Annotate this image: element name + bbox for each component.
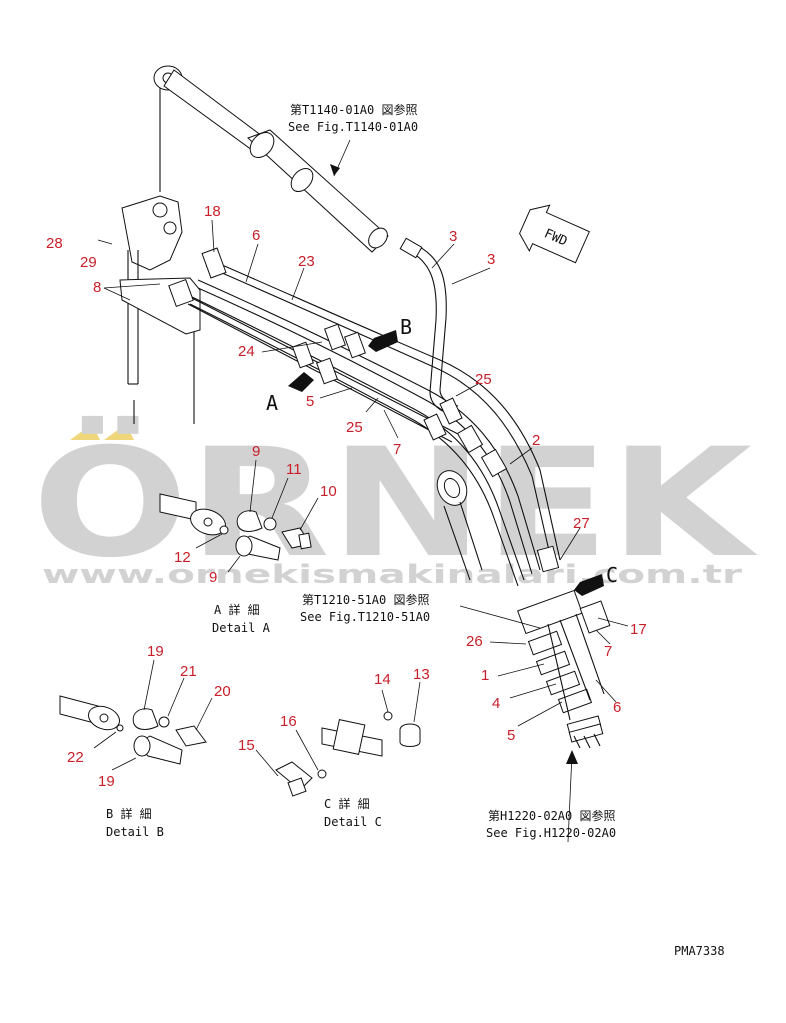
boom-bracket <box>121 195 183 271</box>
detail-b-jp: B 詳 細 <box>106 806 152 821</box>
part-label: 7 <box>393 441 401 458</box>
part-label: 17 <box>630 621 647 638</box>
part-label: 9 <box>209 569 217 586</box>
detail-c-jp: C 詳 細 <box>324 796 370 811</box>
ref-t1140-jp: 第T1140-01A0 図参照 <box>290 102 417 117</box>
part-label: 9 <box>252 443 260 460</box>
part-label: 24 <box>238 343 255 360</box>
part-label: 2 <box>532 432 540 449</box>
part-label: 6 <box>613 699 621 716</box>
part-label: 3 <box>487 251 495 268</box>
part-label: 27 <box>573 515 590 532</box>
drawing-number: PMA7338 <box>674 944 725 958</box>
detail-captions: A 詳 細 Detail A B 詳 細 Detail B C 詳 細 Deta… <box>106 602 382 839</box>
part-label: 14 <box>374 671 391 688</box>
part-label: 8 <box>93 279 101 296</box>
part-label: 26 <box>466 633 483 650</box>
view-arrow-b <box>368 330 398 352</box>
watermark-accent-left <box>70 424 100 440</box>
ref-h1220-en: See Fig.H1220-02A0 <box>486 826 616 840</box>
view-mark-b: B <box>400 315 412 339</box>
end-couplings <box>566 715 604 749</box>
part-label: 5 <box>507 727 515 744</box>
lower-manifold <box>517 589 611 749</box>
part-label: 6 <box>252 227 260 244</box>
view-mark-c: C <box>606 563 618 587</box>
part-label: 25 <box>346 419 363 436</box>
detail-a-en: Detail A <box>212 621 271 635</box>
part-label: 4 <box>492 695 500 712</box>
detail-b <box>59 659 213 771</box>
view-arrow-c <box>574 574 604 596</box>
part-label: 10 <box>320 483 337 500</box>
fwd-indicator: FWD <box>519 204 590 264</box>
watermark-url: www.ornekismakinalari.com.tr <box>42 560 742 590</box>
detail-b-en: Detail B <box>106 825 164 839</box>
view-arrow-a <box>288 372 314 392</box>
watermark-accent-right <box>104 424 134 440</box>
ref-t1210-en: See Fig.T1210-51A0 <box>300 610 430 624</box>
view-markers: B A C <box>266 315 618 596</box>
part-label: 18 <box>204 203 221 220</box>
arm-assembly <box>119 65 611 749</box>
detail-c <box>255 681 421 797</box>
view-mark-a: A <box>266 391 278 415</box>
detail-a <box>159 459 319 573</box>
ref-t1210-jp: 第T1210-51A0 図参照 <box>302 592 429 607</box>
part-label: 22 <box>67 749 84 766</box>
part-label: 11 <box>286 461 302 478</box>
part-label: 12 <box>174 549 191 566</box>
pipe-clamps <box>168 247 560 573</box>
reference-notes: 第T1140-01A0 図参照 See Fig.T1140-01A0 第T121… <box>288 102 616 840</box>
part-label: 15 <box>238 737 255 754</box>
part-label: 13 <box>413 666 430 683</box>
part-label: 21 <box>180 663 197 680</box>
part-labels: 28 29 8 18 6 23 3 3 24 5 25 25 7 2 27 17… <box>46 203 647 790</box>
ref-h1220-jp: 第H1220-02A0 図参照 <box>488 808 615 823</box>
part-label: 20 <box>214 683 231 700</box>
part-label: 3 <box>449 228 457 245</box>
leader-lines <box>97 219 629 727</box>
detail-a-jp: A 詳 細 <box>214 602 260 617</box>
part-label: 25 <box>475 371 492 388</box>
part-label: 1 <box>481 667 489 684</box>
part-label: 7 <box>604 643 612 660</box>
part-label: 23 <box>298 253 315 270</box>
ref-t1140-en: See Fig.T1140-01A0 <box>288 120 418 134</box>
part-label: 5 <box>306 393 314 410</box>
detail-c-en: Detail C <box>324 815 382 829</box>
part-label: 19 <box>98 773 115 790</box>
part-label: 28 <box>46 235 63 252</box>
part-label: 29 <box>80 254 97 271</box>
part-label: 16 <box>280 713 297 730</box>
watermark: ÖRNEK www.ornekismakinalari.com.tr <box>32 415 758 591</box>
watermark-brand: ÖRNEK <box>32 415 758 591</box>
part-label: 19 <box>147 643 164 660</box>
